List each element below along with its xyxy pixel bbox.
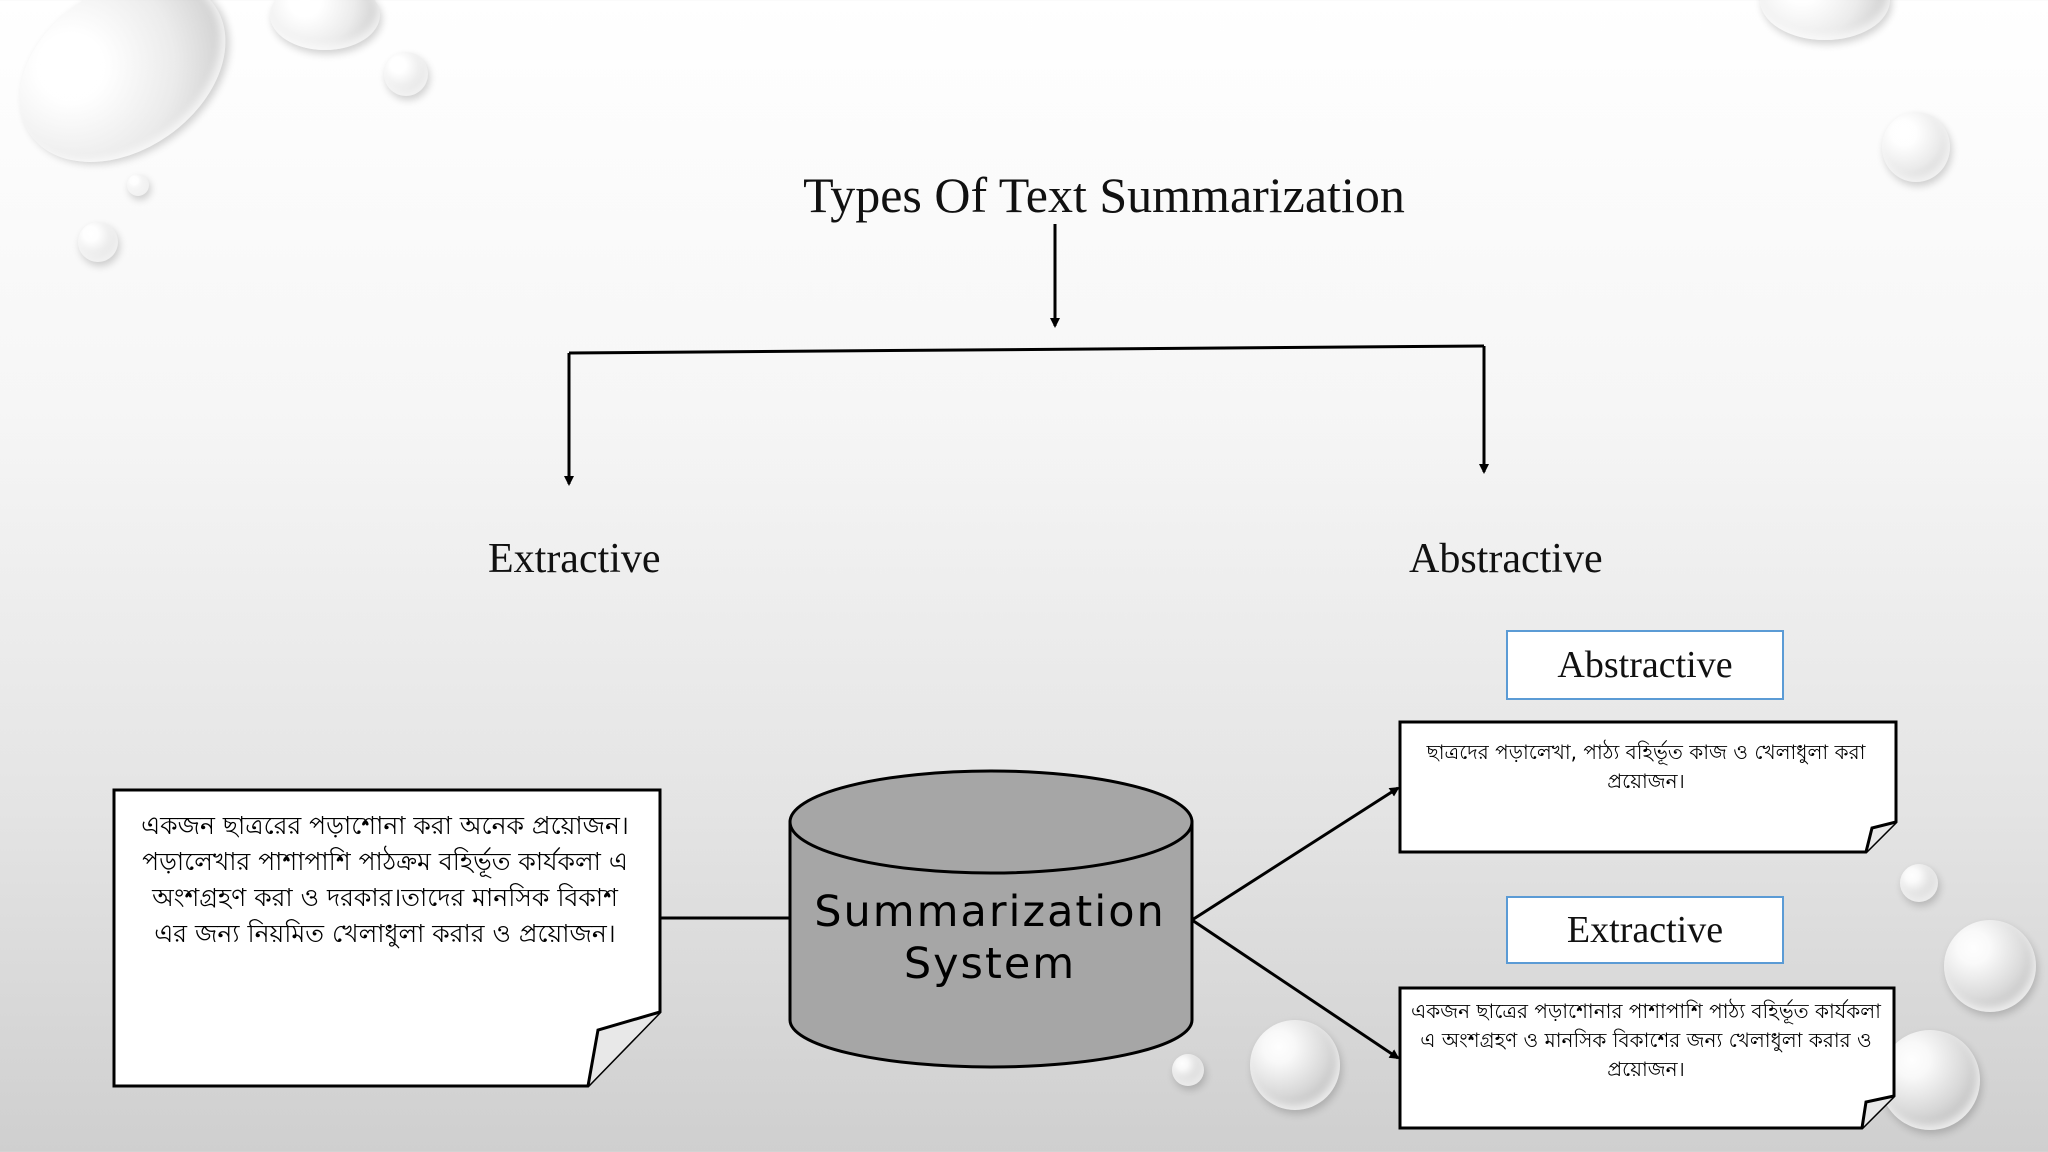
extractive-output-tag: Extractive (1506, 896, 1784, 964)
water-drop (1944, 920, 2036, 1012)
water-drop (1250, 1020, 1340, 1110)
system-to-abstractive-arrow (1191, 786, 1400, 922)
extractive-output-text: একজন ছাত্রের পড়াশোনার পাশাপাশি পাঠ্য বহ… (1411, 999, 1881, 1081)
abstractive-output-text: ছাত্রদের পড়ালেখা, পাঠ্য বহির্ভূত কাজ ও … (1426, 740, 1866, 793)
branch-label-extractive: Extractive (488, 536, 661, 582)
water-drop (1900, 864, 1938, 902)
summarization-system-label: Summarization System (814, 887, 1166, 989)
extractive-output-fold (1860, 1094, 1895, 1129)
abstractive-output-tag: Abstractive (1506, 630, 1784, 700)
system-cylinder-body (788, 820, 1194, 1069)
water-drop (384, 52, 428, 96)
branch-label-abstractive: Abstractive (1409, 536, 1603, 582)
water-drop (127, 174, 149, 196)
input-document-text: একজন ছাত্ররের পড়াশোনা করা অনেক প্রয়োজন… (141, 811, 629, 948)
water-drop (78, 222, 118, 262)
system-cylinder-top (788, 769, 1194, 875)
branch-connector (568, 344, 1485, 355)
abstractive-output-fold (1864, 820, 1897, 853)
input-document-fold (586, 1010, 661, 1087)
diagram-title: Types Of Text Summarization (803, 167, 1405, 223)
water-drop (1882, 112, 1950, 182)
system-to-extractive-arrow (1191, 918, 1400, 1060)
water-drop (1880, 1030, 1980, 1130)
water-drop (1172, 1054, 1204, 1086)
